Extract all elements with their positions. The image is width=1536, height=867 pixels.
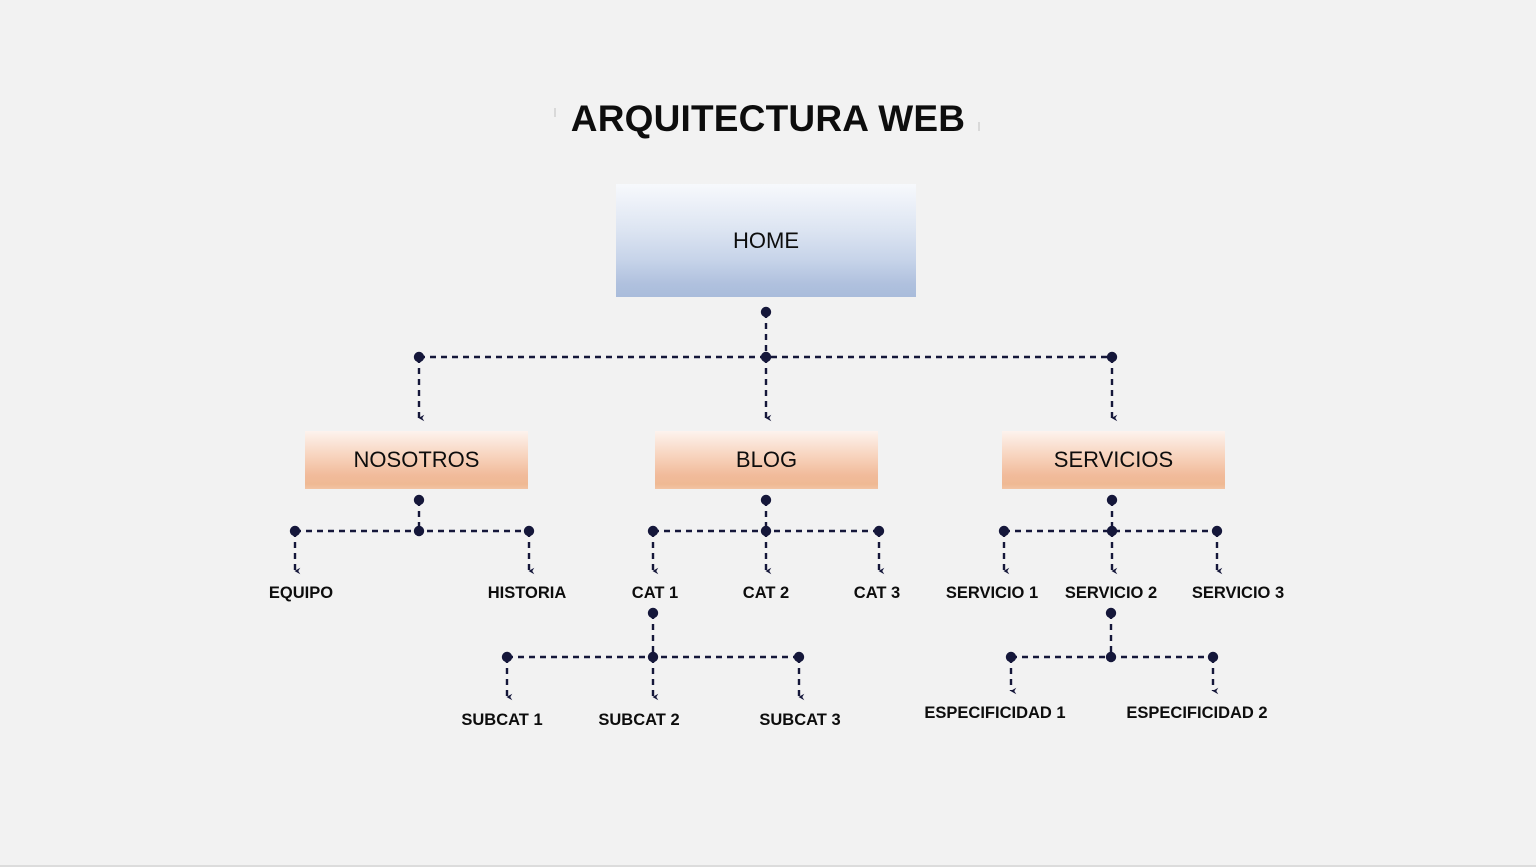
leaf-label-subcat3[interactable]: SUBCAT 3 <box>759 711 841 729</box>
nosotros-to-leaves-stem-dot <box>413 494 425 506</box>
servicios-to-leaves-bus-dot-2 <box>1211 525 1223 537</box>
connector-paths <box>289 306 1223 701</box>
servicios-to-leaves-bus-dot-1 <box>1106 525 1118 537</box>
leaf-label-equipo[interactable]: EQUIPO <box>268 584 334 602</box>
leaf-label-cat1[interactable]: CAT 1 <box>631 584 679 602</box>
leaf-label-servicio2[interactable]: SERVICIO 2 <box>1064 584 1158 602</box>
leaf-label-historia[interactable]: HISTORIA <box>487 584 567 602</box>
home-to-level2-bus-dot-1 <box>760 351 772 363</box>
cat1-to-subcats-bus-dot-1 <box>647 651 659 663</box>
servicio2-to-especificidades-bus-dot-2 <box>1207 651 1219 663</box>
node-servicios[interactable]: SERVICIOS <box>1002 431 1225 489</box>
servicio2-to-especificidades-bus-dot-0 <box>1005 651 1017 663</box>
leaf-label-subcat1[interactable]: SUBCAT 1 <box>461 711 543 729</box>
blog-to-leaves-bus-dot-0 <box>647 525 659 537</box>
blog-to-leaves-bus-dot-1 <box>760 525 772 537</box>
cat1-to-subcats-stem-dot <box>647 607 659 619</box>
home-to-level2-bus-dot-0 <box>413 351 425 363</box>
servicio2-to-especificidades-stem-dot <box>1105 607 1117 619</box>
leaf-label-especificidad1[interactable]: ESPECIFICIDAD 1 <box>924 704 1066 722</box>
leaf-label-servicio1[interactable]: SERVICIO 1 <box>945 584 1039 602</box>
servicios-to-leaves-bus-dot-0 <box>998 525 1010 537</box>
node-home[interactable]: HOME <box>616 184 916 297</box>
node-servicios-label: SERVICIOS <box>1053 447 1174 472</box>
home-to-level2-bus-dot-2 <box>1106 351 1118 363</box>
leaf-label-subcat2[interactable]: SUBCAT 2 <box>598 711 680 729</box>
node-blog-label: BLOG <box>735 447 798 472</box>
leaf-label-cat3[interactable]: CAT 3 <box>853 584 901 602</box>
blog-to-leaves-stem-dot <box>760 494 772 506</box>
nosotros-to-leaves-bus-dot-0 <box>289 525 301 537</box>
leaf-label-servicio3[interactable]: SERVICIO 3 <box>1191 584 1285 602</box>
node-nosotros[interactable]: NOSOTROS <box>305 431 528 489</box>
nosotros-to-leaves-bus-dot-2 <box>523 525 535 537</box>
leaf-label-cat2[interactable]: CAT 2 <box>742 584 790 602</box>
page-title: ARQUITECTURA WEB <box>570 98 966 139</box>
blog-to-leaves-bus-dot-2 <box>873 525 885 537</box>
cat1-to-subcats-bus-dot-0 <box>501 651 513 663</box>
node-nosotros-label: NOSOTROS <box>353 447 480 472</box>
servicios-to-leaves-stem-dot <box>1106 494 1118 506</box>
cat1-to-subcats-bus-dot-2 <box>793 651 805 663</box>
servicio2-to-especificidades-bus-dot-1 <box>1105 651 1117 663</box>
node-home-label: HOME <box>733 227 799 253</box>
node-blog[interactable]: BLOG <box>655 431 878 489</box>
leaf-label-especificidad2[interactable]: ESPECIFICIDAD 2 <box>1126 704 1268 722</box>
nosotros-to-leaves-bus-dot-1 <box>413 525 425 537</box>
title-right-tick <box>978 122 980 131</box>
home-to-level2-stem-dot <box>760 306 772 318</box>
title-left-tick <box>554 108 556 117</box>
